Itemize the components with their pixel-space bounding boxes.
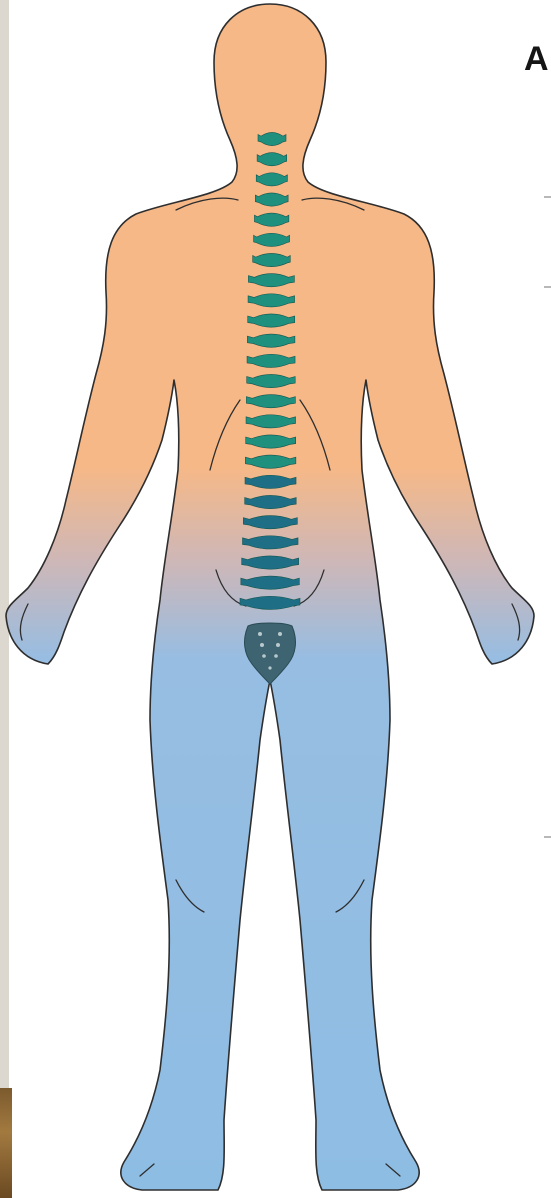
panel-label: A: [524, 42, 549, 76]
edge-tick: [544, 836, 551, 838]
edge-tick: [544, 196, 551, 198]
edge-tick: [544, 286, 551, 288]
